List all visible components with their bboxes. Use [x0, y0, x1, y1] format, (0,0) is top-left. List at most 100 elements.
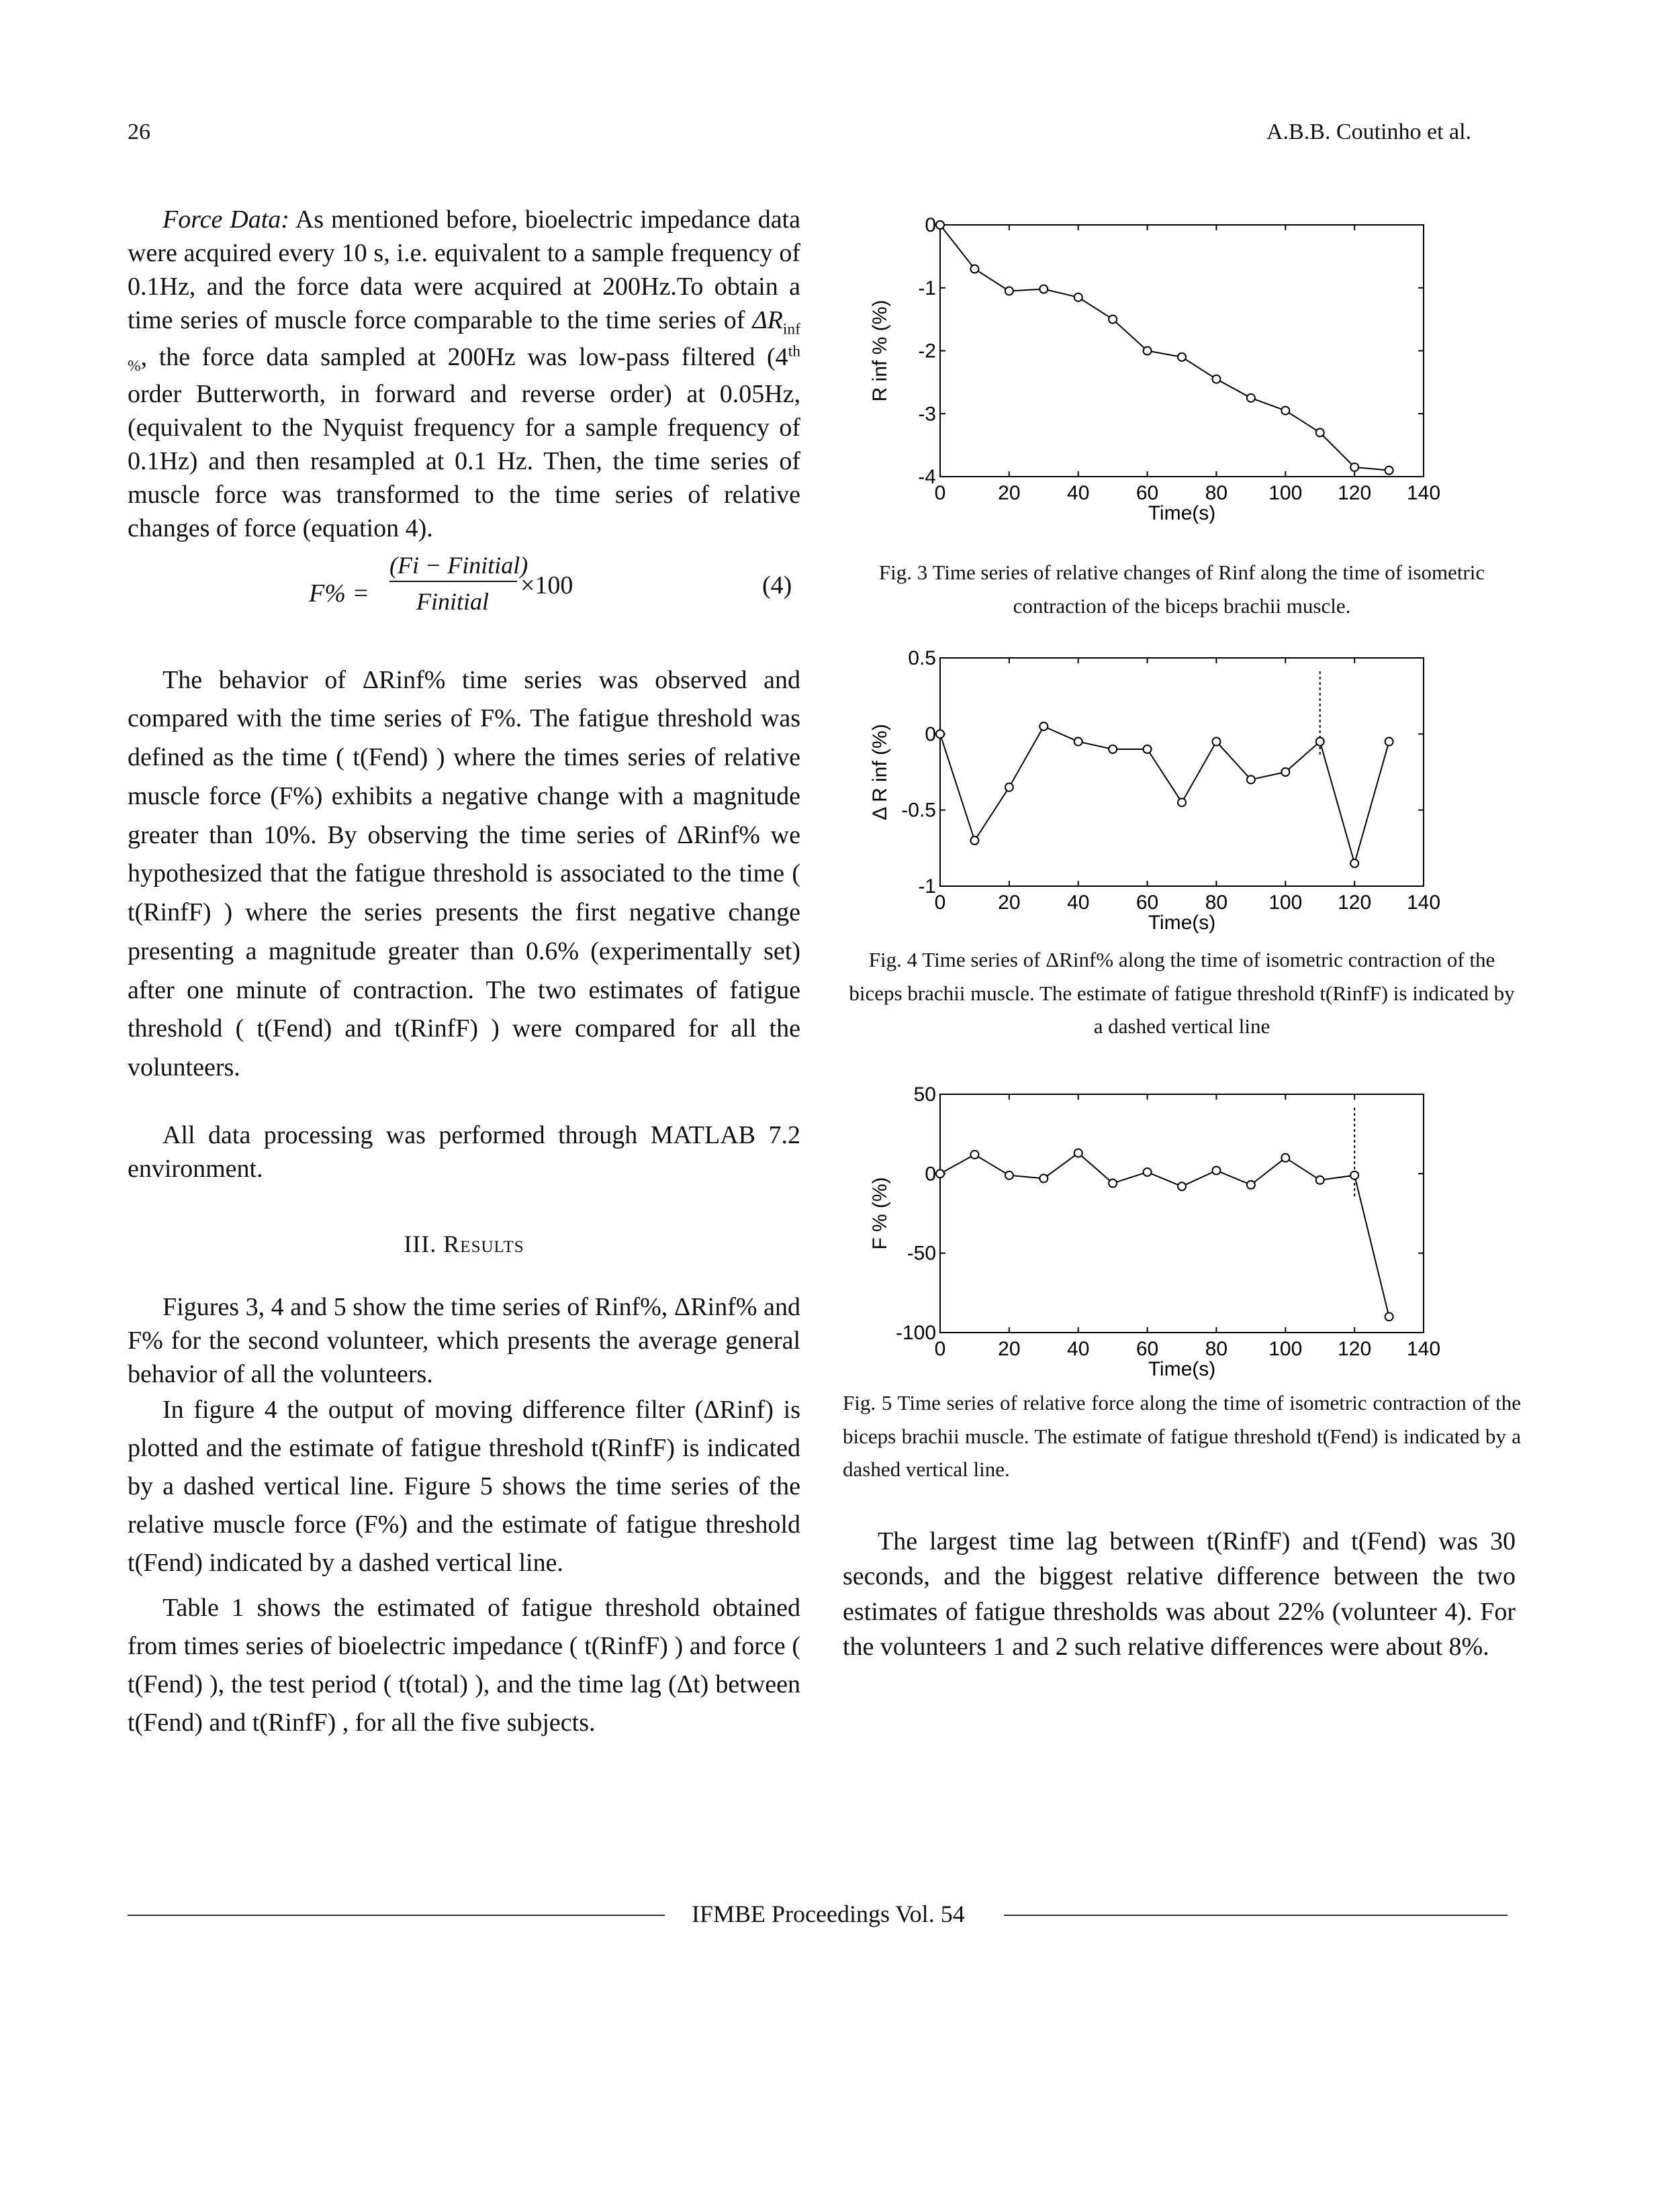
- y-tick-label: -0.5: [901, 800, 936, 822]
- y-tick-label: -1: [918, 875, 936, 898]
- data-point: [1384, 1312, 1394, 1322]
- data-point: [1142, 744, 1152, 754]
- data-point: [1039, 284, 1049, 294]
- data-point: [1315, 428, 1325, 438]
- figure-5-caption: Fig. 5 Time series of relative force alo…: [843, 1391, 1521, 1482]
- equation-number: (4): [762, 571, 792, 599]
- y-axis-label: F % (%): [869, 1177, 891, 1249]
- data-point: [1211, 1165, 1221, 1175]
- data-point: [1246, 393, 1256, 403]
- equation-4: F% = (Fi − Finitial) Finitial ×100 (4): [128, 550, 800, 630]
- series-line: [939, 224, 1389, 471]
- data-point: [970, 1149, 980, 1159]
- paragraph-matlab: All data processing was performed throug…: [128, 1120, 800, 1184]
- x-tick-label: 60: [1136, 1338, 1158, 1360]
- section-heading: III. Results: [128, 1229, 800, 1261]
- p1-text-a: As mentioned before, bioelectric impedan…: [128, 205, 800, 335]
- x-tick-label: 0: [935, 482, 946, 504]
- x-tick-label: 140: [1407, 1338, 1440, 1360]
- y-tick-label: -50: [907, 1243, 936, 1265]
- data-point: [935, 220, 945, 230]
- data-point: [1315, 736, 1325, 747]
- equation-denominator: Finitial: [416, 587, 489, 615]
- x-tick-label: 20: [998, 892, 1020, 914]
- plot-frame: [939, 224, 1424, 477]
- plot-frame: [939, 1094, 1424, 1333]
- x-tick-label: 100: [1268, 1338, 1302, 1360]
- running-head: A.B.B. Coutinho et al.: [1266, 119, 1472, 144]
- x-tick-label: 120: [1338, 1338, 1371, 1360]
- data-point: [1350, 462, 1360, 472]
- footer-text: IFMBE Proceedings Vol. 54: [692, 1901, 965, 1927]
- paragraph-figure4: In figure 4 the output of moving differe…: [128, 1396, 800, 1578]
- p1-subscript: inf %: [128, 321, 800, 375]
- y-tick-label: -1: [918, 277, 936, 299]
- p1-text-c: order Butterworth, in forward and revers…: [128, 379, 800, 543]
- x-tick-label: 40: [1067, 892, 1089, 914]
- data-point: [935, 1169, 945, 1179]
- data-point: [1108, 1178, 1118, 1188]
- x-tick-label: 20: [998, 482, 1020, 504]
- data-point: [1384, 736, 1394, 747]
- x-axis-label: Time(s): [1148, 1358, 1216, 1380]
- data-point: [1177, 798, 1187, 808]
- p1-text-b: , the force data sampled at 200Hz was lo…: [140, 343, 788, 372]
- data-point: [1177, 352, 1187, 362]
- data-point: [1350, 1170, 1360, 1180]
- data-point: [1281, 767, 1291, 777]
- data-point: [1177, 1182, 1187, 1192]
- y-tick-label: -100: [896, 1322, 936, 1344]
- data-point: [970, 264, 980, 274]
- data-point: [1073, 1148, 1083, 1158]
- x-tick-label: 100: [1268, 892, 1302, 914]
- right-column: The largest time lag between t(RinfF) an…: [843, 1524, 1516, 1665]
- x-tick-label: 120: [1338, 892, 1371, 914]
- x-tick-label: 140: [1407, 482, 1440, 504]
- series-line: [939, 1152, 1390, 1317]
- x-tick-label: 0: [935, 892, 946, 914]
- y-tick-label: 50: [914, 1084, 936, 1106]
- data-point: [1108, 314, 1118, 324]
- x-tick-label: 0: [935, 1338, 946, 1360]
- x-tick-label: 140: [1407, 892, 1440, 914]
- x-tick-label: 40: [1067, 482, 1089, 504]
- section-title: Results: [443, 1231, 524, 1258]
- p1-superscript: th: [788, 342, 800, 360]
- data-point: [1211, 736, 1221, 747]
- paragraph-table: Table 1 shows the estimated of fatigue t…: [128, 1594, 800, 1737]
- plot-frame: [939, 657, 1424, 887]
- x-tick-label: 120: [1338, 482, 1371, 504]
- footer-rule-left: [128, 1915, 665, 1916]
- force-data-lead: Force Data:: [163, 205, 289, 234]
- y-axis-label: Δ R inf (%): [869, 724, 891, 820]
- y-tick-label: 0: [925, 723, 936, 745]
- y-tick-label: 0: [925, 1163, 936, 1185]
- data-point: [1004, 1170, 1014, 1180]
- data-point: [1384, 465, 1394, 475]
- footer-rule-right: [1004, 1915, 1508, 1916]
- data-point: [1142, 346, 1152, 356]
- section-number: III.: [404, 1231, 437, 1258]
- equation-numerator: (Fi − Finitial): [389, 551, 528, 579]
- page-number: 26: [128, 119, 150, 144]
- x-tick-label: 20: [998, 1338, 1020, 1360]
- data-point: [935, 729, 945, 739]
- y-tick-label: 0: [925, 214, 936, 236]
- data-point: [1108, 744, 1118, 754]
- data-point: [1004, 782, 1014, 792]
- paragraph-figures: Figures 3, 4 and 5 show the time series …: [128, 1292, 800, 1389]
- y-tick-label: 0.5: [908, 647, 936, 669]
- equation-lhs: F% =: [309, 579, 370, 608]
- series-line: [939, 725, 1390, 866]
- data-point: [1039, 1173, 1049, 1184]
- x-tick-label: 80: [1205, 482, 1228, 504]
- x-tick-label: 80: [1205, 892, 1228, 914]
- data-point: [1211, 374, 1221, 384]
- x-tick-label: 60: [1136, 482, 1158, 504]
- x-axis-label: Time(s): [1148, 502, 1216, 524]
- data-point: [970, 836, 980, 845]
- paragraph-time-lag: The largest time lag between t(RinfF) an…: [843, 1527, 1516, 1662]
